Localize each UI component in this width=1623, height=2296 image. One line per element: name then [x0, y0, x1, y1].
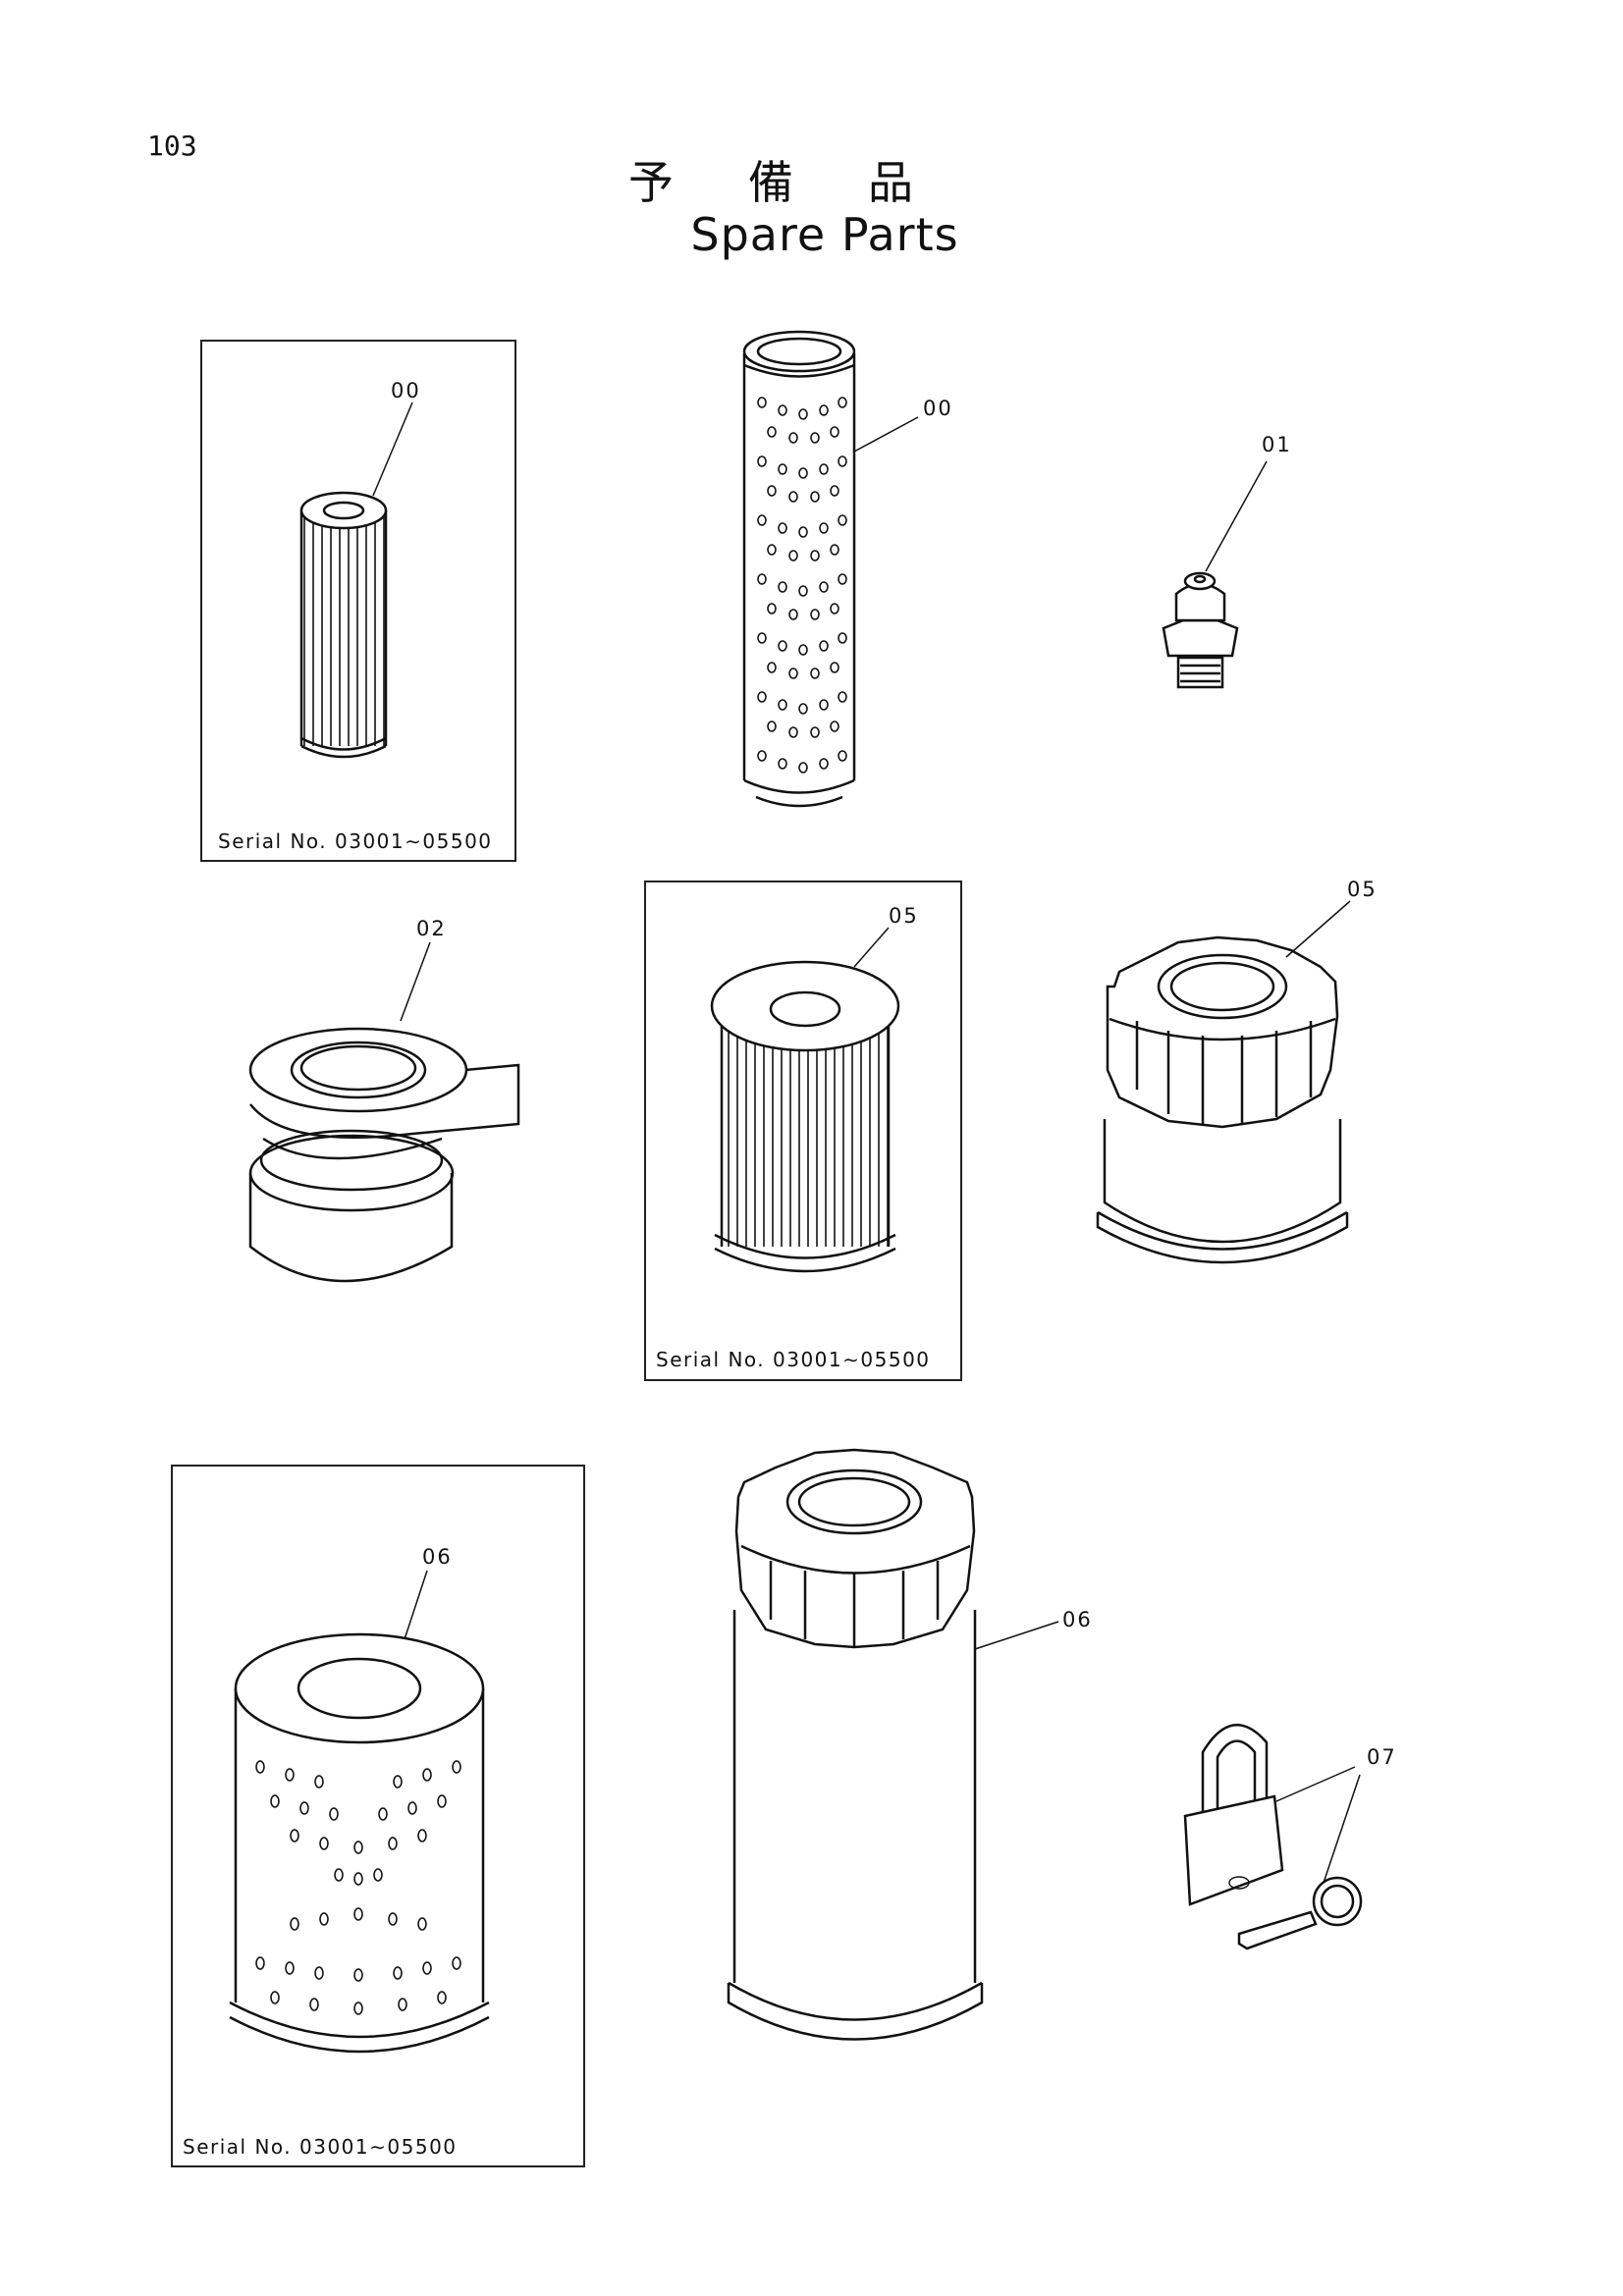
- page-title-japanese: 予備品: [628, 156, 988, 209]
- spin-on-filter-06: [727, 1448, 1059, 2041]
- callout-06-spin-on: 06: [1062, 1608, 1093, 1631]
- grease-nipple-01: [1162, 460, 1268, 689]
- serial-note-00: Serial No. 03001∼05500: [218, 829, 493, 853]
- padlock-key-07: [1183, 1724, 1363, 1950]
- page-title: Spare Parts: [690, 208, 959, 261]
- element-06: [229, 1570, 490, 2054]
- frame-serial-05: [644, 881, 962, 1381]
- callout-00-perforated: 00: [923, 397, 953, 420]
- element-02: [248, 941, 520, 1283]
- filter-perforated-00: [742, 330, 919, 808]
- frame-serial-00: [200, 340, 516, 862]
- serial-note-06: Serial No. 03001∼05500: [183, 2135, 458, 2159]
- page-number: 103: [147, 130, 197, 162]
- callout-01: 01: [1262, 433, 1292, 456]
- serial-note-05: Serial No. 03001∼05500: [656, 1348, 931, 1371]
- callout-05-element: 05: [889, 904, 919, 928]
- spin-on-filter-05: [1096, 900, 1351, 1264]
- filter-cartridge-small-00: [299, 401, 413, 759]
- frame-serial-06: [171, 1465, 585, 2167]
- callout-06-element: 06: [422, 1545, 453, 1569]
- callout-07: 07: [1367, 1745, 1397, 1769]
- callout-02: 02: [416, 917, 447, 940]
- callout-00-small: 00: [391, 379, 421, 402]
- callout-05-spin-on: 05: [1347, 878, 1378, 901]
- element-05: [710, 927, 900, 1273]
